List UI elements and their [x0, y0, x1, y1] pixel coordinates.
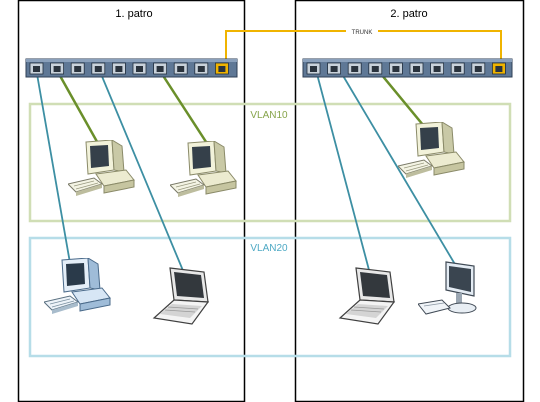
vlan20-flat-monitor-icon: [418, 261, 477, 315]
switch-2-port-socket-1: [310, 66, 317, 72]
switch-2-port-socket-6: [413, 66, 420, 72]
switch-2-port-socket-3: [351, 66, 359, 72]
vlan10-pc-2-icon: [170, 141, 237, 198]
switch-1-port-socket-6: [136, 66, 143, 72]
switch-1-port-socket-2: [53, 66, 61, 72]
floor-1-label: 1. patro: [115, 8, 152, 20]
switch-1-port-socket-7: [156, 66, 164, 72]
switch-2-ports: [306, 62, 506, 75]
vlan10-label: VLAN10: [250, 110, 288, 121]
switch-2-port-socket-4: [371, 66, 379, 72]
switch-2-port-socket-5: [392, 66, 400, 72]
switch-2-port-socket-8: [454, 66, 462, 72]
vlan20-laptop-2-icon: [339, 267, 395, 325]
floor-2-label: 2. patro: [390, 8, 427, 20]
switch-1-port-socket-5: [115, 66, 123, 72]
switch-1-ports: [29, 62, 229, 75]
switch-2-port-socket-7: [433, 66, 441, 72]
switch-1-port-socket-3: [74, 66, 82, 72]
switch-1-port-socket-9: [197, 66, 205, 72]
vlan20-laptop-1-icon: [153, 267, 209, 325]
trunk-label: TRUNK: [352, 30, 373, 36]
switch-2-port-socket-2: [330, 66, 338, 72]
vlan20-zone: [28, 236, 512, 358]
vlan20-pc-icon: [44, 258, 111, 315]
switch-2-port-socket-9: [474, 66, 482, 72]
vlan10-pc-3-icon: [398, 122, 465, 179]
vlan20-label: VLAN20: [250, 243, 288, 254]
switch-1-port-socket-8: [177, 66, 185, 72]
switch-1-port-socket-1: [33, 66, 40, 72]
switch-1-port-socket-4: [94, 66, 102, 72]
vlan20-links: [36, 73, 457, 274]
vlan10-links: [57, 73, 429, 149]
switch-1-port-socket-10: [218, 66, 226, 72]
vlan10-zone: [28, 102, 512, 223]
vlan10-pc-1-icon: [68, 140, 135, 197]
switch-2-port-socket-10: [495, 66, 503, 72]
